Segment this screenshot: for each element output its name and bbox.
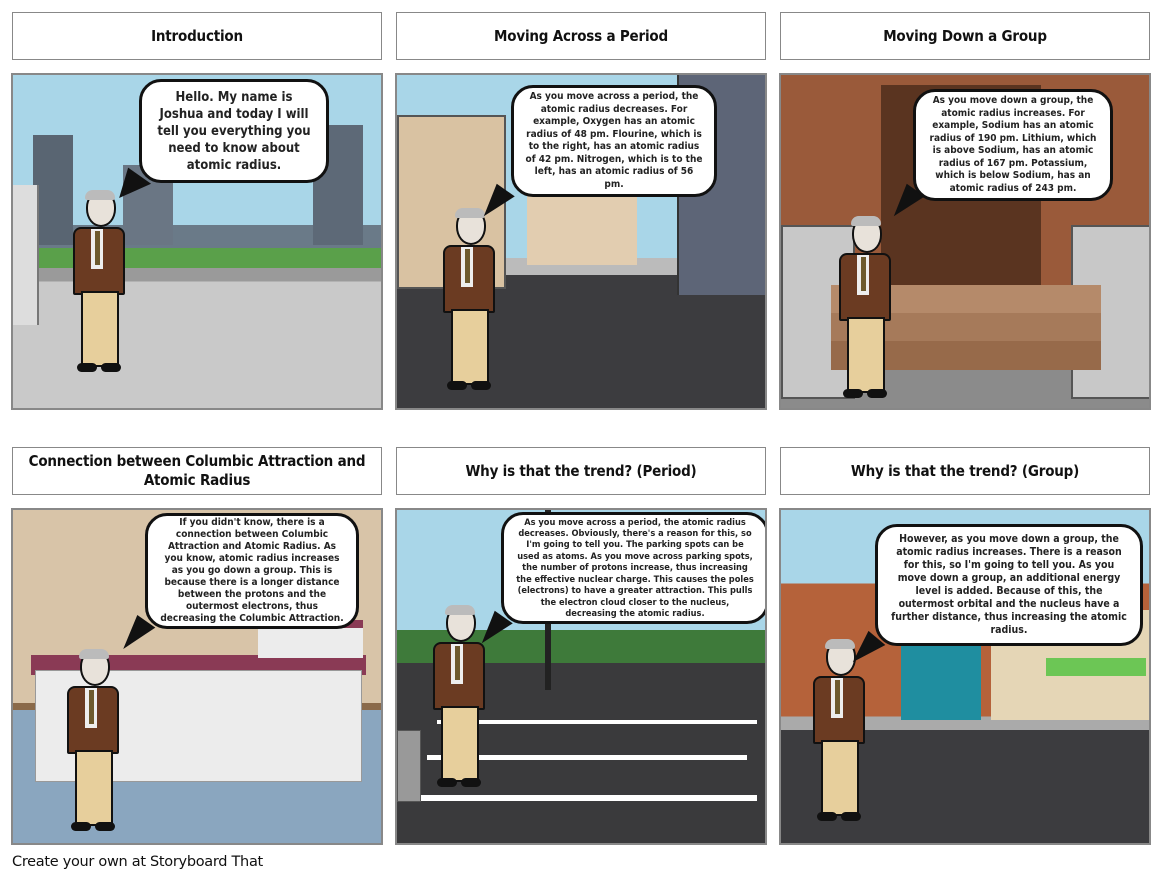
character-shoe (71, 822, 91, 831)
character-joshua (811, 639, 867, 825)
scene-rooftop: Hello. My name is Joshua and today I wil… (11, 73, 383, 410)
character-tie (455, 646, 460, 680)
character-shoe (867, 389, 887, 398)
character-tie (835, 680, 840, 714)
character-hair (455, 208, 485, 218)
character-hair (79, 649, 109, 659)
character-joshua (71, 190, 127, 376)
panel-title-down-group: Moving Down a Group (780, 12, 1150, 60)
scene-brownstone: As you move down a group, the atomic rad… (779, 73, 1151, 410)
character-tie (861, 257, 866, 291)
speech-bubble: If you didn't know, there is a connectio… (145, 513, 359, 629)
scene-office-desk: If you didn't know, there is a connectio… (11, 508, 383, 845)
character-pants (847, 317, 885, 393)
character-tie (89, 690, 94, 724)
character-shoe (95, 822, 115, 831)
character-shoe (817, 812, 837, 821)
speech-bubble: Hello. My name is Joshua and today I wil… (139, 79, 329, 183)
character-shoe (841, 812, 861, 821)
character-tie (465, 249, 470, 283)
scene-parking-lot: As you move across a period, the atomic … (395, 508, 767, 845)
character-joshua (431, 605, 487, 791)
character-joshua (65, 649, 121, 835)
character-shoe (77, 363, 97, 372)
character-hair (851, 216, 881, 226)
speech-bubble: However, as you move down a group, the a… (875, 524, 1143, 646)
character-shoe (101, 363, 121, 372)
character-pants (441, 706, 479, 782)
character-hair (445, 605, 475, 615)
character-hair (85, 190, 115, 200)
panel-title-why-period: Why is that the trend? (Period) (396, 447, 766, 495)
panel-title-why-group: Why is that the trend? (Group) (780, 447, 1150, 495)
scene-street: As you move across a period, the atomic … (395, 73, 767, 410)
storyboard-that-credit-link[interactable]: Create your own at Storyboard That (12, 854, 263, 870)
character-pants (81, 291, 119, 367)
panel-title-across-period: Moving Across a Period (396, 12, 766, 60)
character-shoe (447, 381, 467, 390)
character-pants (821, 740, 859, 816)
character-shoe (471, 381, 491, 390)
character-joshua (441, 208, 497, 394)
character-hair (825, 639, 855, 649)
speech-bubble: As you move across a period, the atomic … (501, 512, 765, 624)
character-pants (75, 750, 113, 826)
scene-town-street: However, as you move down a group, the a… (779, 508, 1151, 845)
speech-bubble: As you move across a period, the atomic … (511, 85, 717, 197)
character-shoe (461, 778, 481, 787)
character-shoe (437, 778, 457, 787)
panel-title-introduction: Introduction (12, 12, 382, 60)
speech-bubble: As you move down a group, the atomic rad… (913, 89, 1113, 201)
character-joshua (837, 216, 893, 402)
character-shoe (843, 389, 863, 398)
character-pants (451, 309, 489, 385)
character-tie (95, 231, 100, 265)
panel-title-columbic-attraction: Connection between Columbic Attraction a… (12, 447, 382, 495)
